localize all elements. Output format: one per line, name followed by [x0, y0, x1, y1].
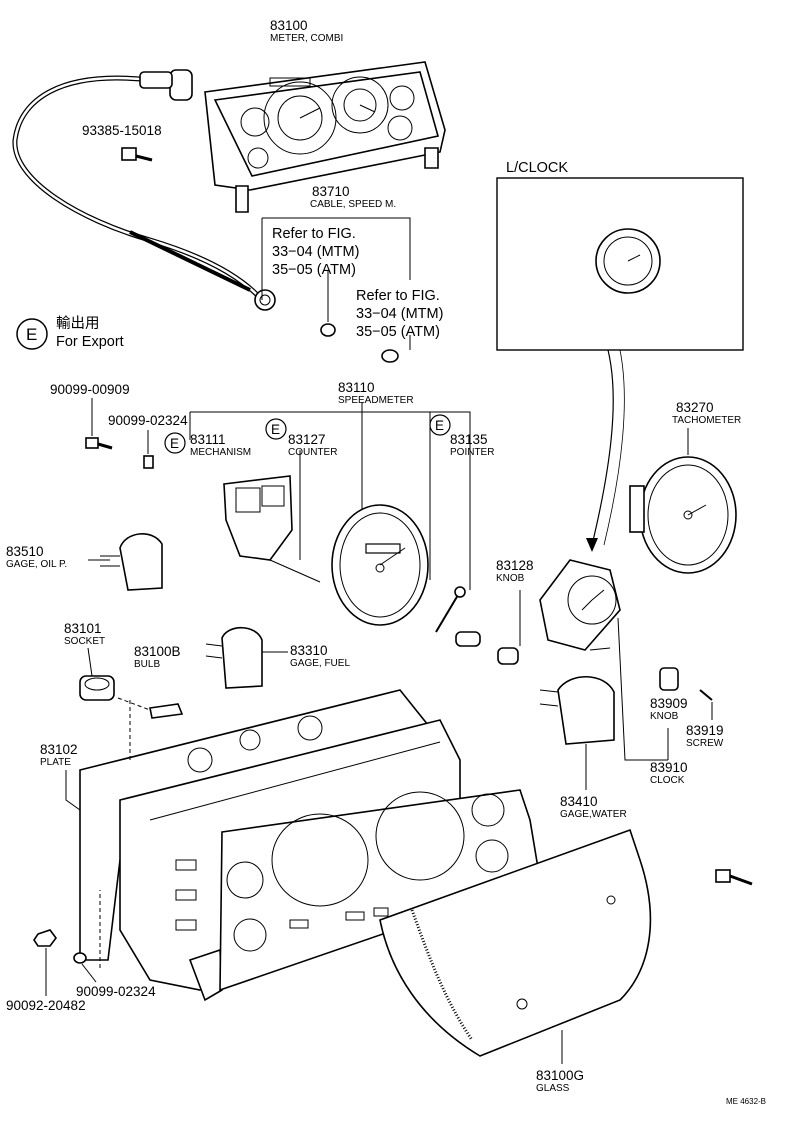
label-83102-name: PLATE: [40, 757, 71, 768]
grommet-2: [381, 349, 399, 363]
fuel-gage-drawing: [205, 626, 263, 689]
ref1-line3: 35−05 (ATM): [272, 262, 356, 278]
tachometer-drawing: [629, 428, 737, 574]
label-83128-name: KNOB: [496, 573, 525, 584]
export-marker: [16, 318, 48, 350]
label-90099-00909-number: 90099-00909: [50, 382, 130, 397]
label-83101-number: 83101: [64, 621, 102, 636]
ref1-line1: Refer to FIG.: [272, 226, 356, 242]
label-83710-number: 83710: [312, 184, 350, 199]
label-83100G-number: 83100G: [536, 1068, 584, 1083]
speed-cable-drawing: [12, 69, 276, 311]
label-83909-number: 83909: [650, 696, 688, 711]
label-90099-02324-bottom-number: 90099-02324: [76, 984, 156, 999]
ref2-line1: Refer to FIG.: [356, 288, 440, 304]
label-83510-number: 83510: [6, 544, 44, 559]
label-93385-number: 93385-15018: [82, 123, 162, 138]
clock-drawing: [539, 559, 668, 761]
front-panel-drawing: [219, 789, 541, 992]
clock-box-title: L/CLOCK: [506, 160, 568, 176]
label-83919-name: SCREW: [686, 738, 724, 749]
label-83410-number: 83410: [560, 794, 598, 809]
speedometer-drawing: [331, 504, 429, 626]
label-83510-name: GAGE, OIL P.: [6, 559, 67, 570]
label-83310-name: GAGE, FUEL: [290, 658, 350, 669]
export-letter-83111: E: [170, 436, 179, 451]
label-83410-name: GAGE,WATER: [560, 809, 627, 820]
socket-drawing: [79, 675, 115, 701]
mechanism-drawing: [223, 475, 321, 583]
clock-box: [496, 177, 744, 351]
label-90099-02324-top-number: 90099-02324: [108, 413, 188, 428]
label-83110-name: SPEEADMETER: [338, 395, 414, 406]
export-marker-83135: [429, 414, 451, 436]
export-letter-83127: E: [271, 422, 280, 437]
doc-code: ME 4632-B: [726, 1097, 766, 1106]
export-cjk: 輸出用: [56, 315, 100, 332]
oil-gage-drawing: [100, 533, 163, 591]
glass-drawing: [379, 828, 652, 1064]
grommet-1: [320, 323, 336, 337]
label-83128-number: 83128: [496, 558, 534, 573]
knob-83128-drawing: [455, 590, 521, 665]
export-marker-83127: [265, 418, 287, 440]
nut-90099-02324-top-drawing: [143, 430, 154, 469]
nut-90099-02324-bottom-drawing: [73, 952, 87, 964]
knob-83909-drawing: [659, 667, 679, 691]
label-83100G-name: GLASS: [536, 1083, 570, 1094]
export-letter: E: [26, 325, 37, 344]
label-83111-number: 83111: [190, 432, 226, 447]
ref1-line2: 33−04 (MTM): [272, 244, 359, 260]
water-gage-drawing: [539, 676, 615, 790]
label-83270-name: TACHOMETER: [672, 415, 741, 426]
bolt-right-drawing: [715, 869, 753, 886]
label-83110-number: 83110: [338, 380, 375, 395]
ref2-line2: 33−04 (MTM): [356, 306, 443, 322]
screw-83919-drawing: [699, 689, 713, 701]
label-83111-name: MECHANISM: [190, 447, 251, 458]
screw-90099-00909-drawing: [85, 398, 113, 450]
export-letter-83135: E: [435, 418, 444, 433]
bolt-93385-drawing: [121, 147, 153, 162]
label-83135-number: 83135: [450, 432, 488, 447]
label-83270-number: 83270: [676, 400, 714, 415]
label-83101-name: SOCKET: [64, 636, 105, 647]
label-83910-name: CLOCK: [650, 775, 685, 786]
label-83100B-number: 83100B: [134, 644, 181, 659]
meter-combi-drawing: [204, 61, 446, 213]
label-83127-name: COUNTER: [288, 447, 337, 458]
ref2-line3: 35−05 (ATM): [356, 324, 440, 340]
export-marker-83111: [164, 432, 186, 454]
label-83135-name: POINTER: [450, 447, 494, 458]
label-83100-name: METER, COMBI: [270, 33, 343, 44]
label-83127-number: 83127: [288, 432, 326, 447]
label-90092-number: 90092-20482: [6, 998, 86, 1013]
export-text: For Export: [56, 334, 124, 350]
label-83909-name: KNOB: [650, 711, 679, 722]
label-83710-name: CABLE, SPEED M.: [310, 199, 396, 210]
label-83100B-name: BULB: [134, 659, 160, 670]
pointer-drawing: [435, 586, 466, 633]
nut-90092-drawing: [33, 929, 57, 947]
label-83102-number: 83102: [40, 742, 78, 757]
label-83310-number: 83310: [290, 643, 328, 658]
label-83919-number: 83919: [686, 723, 724, 738]
label-83910-number: 83910: [650, 760, 688, 775]
bulb-drawing: [149, 703, 184, 719]
label-83100-number: 83100: [270, 18, 308, 33]
